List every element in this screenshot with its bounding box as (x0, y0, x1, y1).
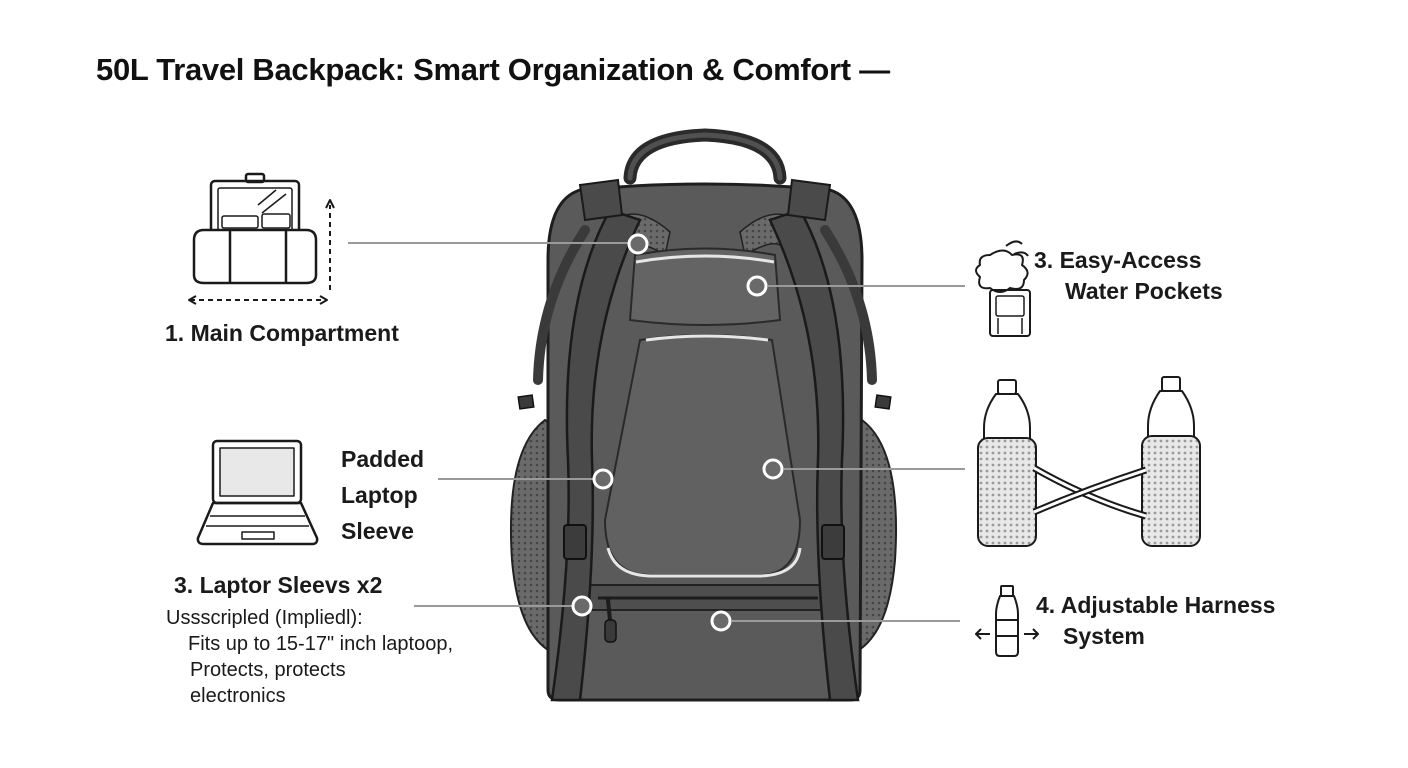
padded-sleeve-line: Laptop (341, 482, 418, 508)
description-line: Ussscripled (Impliedl): (166, 607, 363, 629)
water-pockets-line: Water Pockets (1065, 278, 1223, 304)
top-handle (623, 128, 787, 185)
callout-laptop-sleeve-description: Ussscripled (Impliedl): Fits up to 15-17… (166, 605, 453, 709)
description-line: electronics (190, 685, 286, 707)
padded-sleeve-line: Sleeve (341, 518, 414, 544)
harness-line: 4. Adjustable Harness (1036, 592, 1276, 618)
backpack (509, 128, 898, 702)
right-shoulder-strap (768, 208, 860, 702)
bottle-adjust-icon (975, 585, 1039, 657)
bottle-pair-harness-icon (977, 376, 1201, 547)
callout-water-pockets: 3. Easy-Access Water Pockets (1034, 245, 1223, 307)
open-duffel-bag-icon (188, 172, 335, 305)
laptop-icon (196, 439, 319, 546)
callout-laptop-sleeve-heading: 3. Laptor Sleevs x2 (174, 572, 383, 598)
left-shoulder-strap (550, 208, 642, 702)
water-bottle-holder-icon (975, 240, 1031, 337)
callout-padded-laptop-sleeve: Padded Laptop Sleeve (341, 441, 424, 549)
description-line: Protects, protects (190, 659, 346, 681)
callout-leaders (348, 242, 965, 622)
callout-adjustable-harness: 4. Adjustable Harness System (1036, 590, 1275, 652)
water-pockets-line: 3. Easy-Access (1034, 247, 1202, 273)
padded-sleeve-line: Padded (341, 446, 425, 472)
diagram-title: 50L Travel Backpack: Smart Organization … (96, 52, 890, 87)
callout-dots (571, 233, 784, 632)
description-line: Fits up to 15-17" inch laptoop, (188, 633, 454, 655)
callout-main-compartment: 1. Main Compartment (165, 320, 399, 346)
harness-line: System (1063, 623, 1145, 649)
